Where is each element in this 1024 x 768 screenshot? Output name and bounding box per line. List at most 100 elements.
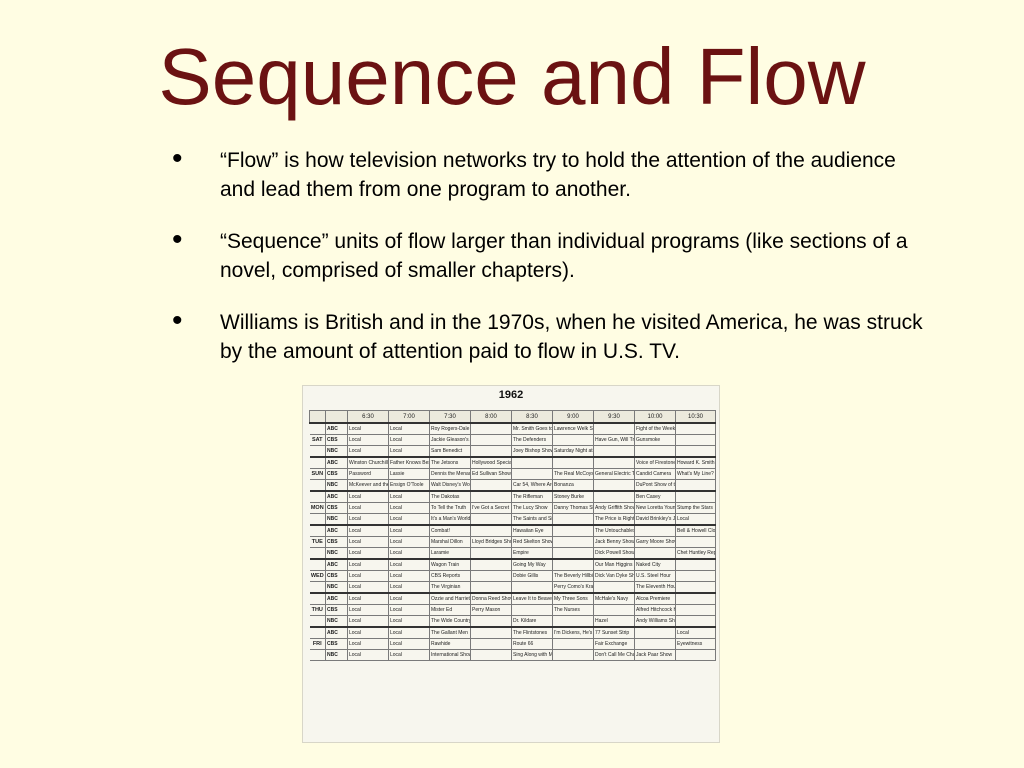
schedule-program-cell: Local <box>347 502 389 514</box>
schedule-network-cell: NBC <box>325 547 348 560</box>
schedule-program-cell: Jack Paar Show <box>634 649 676 661</box>
schedule-program-cell <box>511 581 553 594</box>
schedule-program-cell: U.S. Steel Hour <box>634 570 676 582</box>
schedule-program-cell: Joey Bishop Show <box>511 445 553 458</box>
schedule-program-cell <box>675 604 716 616</box>
schedule-program-cell: The Jetsons <box>429 456 471 469</box>
schedule-program-cell: I've Got a Secret <box>470 502 512 514</box>
schedule-program-cell: Howard K. Smith <box>675 456 716 469</box>
schedule-program-cell: To Tell the Truth <box>429 502 471 514</box>
schedule-program-cell: Andy Griffith Show <box>593 502 635 514</box>
schedule-day-cell: SAT <box>309 434 326 446</box>
schedule-program-cell: Donna Reed Show <box>470 592 512 605</box>
schedule-program-cell: Perry Como's Kraft Music Hall <box>552 581 594 594</box>
schedule-program-cell <box>552 558 594 571</box>
schedule-network-cell: NBC <box>325 445 348 458</box>
schedule-program-cell: Leave It to Beaver <box>511 592 553 605</box>
schedule-program-cell: The Flintstones <box>511 626 553 639</box>
schedule-program-cell: Saturday Night at the Movies <box>552 445 594 458</box>
schedule-program-cell: Red Skelton Show <box>511 536 553 548</box>
schedule-program-cell <box>470 615 512 628</box>
schedule-day-cell: MON <box>309 502 326 514</box>
schedule-program-cell: Local <box>388 422 430 435</box>
schedule-program-cell: 77 Sunset Strip <box>593 626 635 639</box>
schedule-program-cell: The Real McCoys <box>552 468 594 480</box>
schedule-program-cell <box>675 490 716 503</box>
schedule-time-header: 7:00 <box>388 410 430 424</box>
schedule-network-cell: CBS <box>325 434 348 446</box>
slide-title: Sequence and Flow <box>158 32 866 121</box>
bullet-item-williams: • Williams is British and in the 1970s, … <box>172 306 932 366</box>
schedule-program-cell <box>675 570 716 582</box>
schedule-program-cell: Sam Benedict <box>429 445 471 458</box>
schedule-day-cell: WED <box>309 570 326 582</box>
schedule-day-cell <box>309 479 326 492</box>
schedule-program-cell: Route 66 <box>511 638 553 650</box>
schedule-program-cell: Local <box>347 581 389 594</box>
schedule-program-cell: Walt Disney's Wonderful World of Color <box>429 479 471 492</box>
schedule-program-cell: Local <box>347 524 389 537</box>
schedule-program-cell: I'm Dickens, He's Fenster <box>552 626 594 639</box>
schedule-program-cell <box>675 536 716 548</box>
schedule-program-cell <box>634 626 676 639</box>
schedule-program-cell: Local <box>347 445 389 458</box>
schedule-program-cell: Local <box>347 626 389 639</box>
schedule-program-cell <box>634 638 676 650</box>
schedule-program-cell <box>593 445 635 458</box>
schedule-program-cell: The Eleventh Hour <box>634 581 676 594</box>
schedule-program-cell <box>675 434 716 446</box>
bullet-text: Williams is British and in the 1970s, wh… <box>220 311 923 363</box>
schedule-program-cell <box>675 615 716 628</box>
schedule-program-cell: Local <box>388 592 430 605</box>
schedule-program-cell: Local <box>388 604 430 616</box>
schedule-day-cell <box>309 524 326 537</box>
schedule-time-header: 8:00 <box>470 410 512 424</box>
schedule-program-cell: Stoney Burke <box>552 490 594 503</box>
schedule-network-cell: CBS <box>325 638 348 650</box>
schedule-program-cell: Local <box>347 615 389 628</box>
schedule-program-cell: Hazel <box>593 615 635 628</box>
schedule-day-cell: SUN <box>309 468 326 480</box>
schedule-program-cell: My Three Sons <box>552 592 594 605</box>
schedule-program-cell: Local <box>347 547 389 560</box>
schedule-program-cell: Dr. Kildare <box>511 615 553 628</box>
schedule-program-cell: Garry Moore Show <box>634 536 676 548</box>
schedule-network-cell: ABC <box>325 422 348 435</box>
schedule-program-cell: Jack Benny Show <box>593 536 635 548</box>
schedule-program-cell: Car 54, Where Are You? <box>511 479 553 492</box>
schedule-program-cell: Local <box>347 570 389 582</box>
schedule-program-cell: Ben Casey <box>634 490 676 503</box>
schedule-day-cell: TUE <box>309 536 326 548</box>
schedule-program-cell: Password <box>347 468 389 480</box>
schedule-network-cell: NBC <box>325 581 348 594</box>
schedule-day-cell <box>309 513 326 526</box>
schedule-network-cell: ABC <box>325 592 348 605</box>
schedule-program-cell <box>470 445 512 458</box>
schedule-program-cell <box>511 604 553 616</box>
schedule-network-cell: ABC <box>325 524 348 537</box>
schedule-program-cell <box>552 615 594 628</box>
schedule-program-cell <box>675 558 716 571</box>
schedule-program-cell <box>552 513 594 526</box>
schedule-program-cell: The Gallant Men <box>429 626 471 639</box>
schedule-program-cell: The Wide Country <box>429 615 471 628</box>
schedule-program-cell <box>552 524 594 537</box>
schedule-program-cell: Local <box>675 513 716 526</box>
schedule-time-header: 10:00 <box>634 410 676 424</box>
schedule-program-cell: Local <box>675 626 716 639</box>
schedule-program-cell: The Virginian <box>429 581 471 594</box>
schedule-program-cell: Have Gun, Will Travel <box>593 434 635 446</box>
schedule-day-cell <box>309 592 326 605</box>
schedule-program-cell <box>593 581 635 594</box>
schedule-program-cell <box>470 422 512 435</box>
